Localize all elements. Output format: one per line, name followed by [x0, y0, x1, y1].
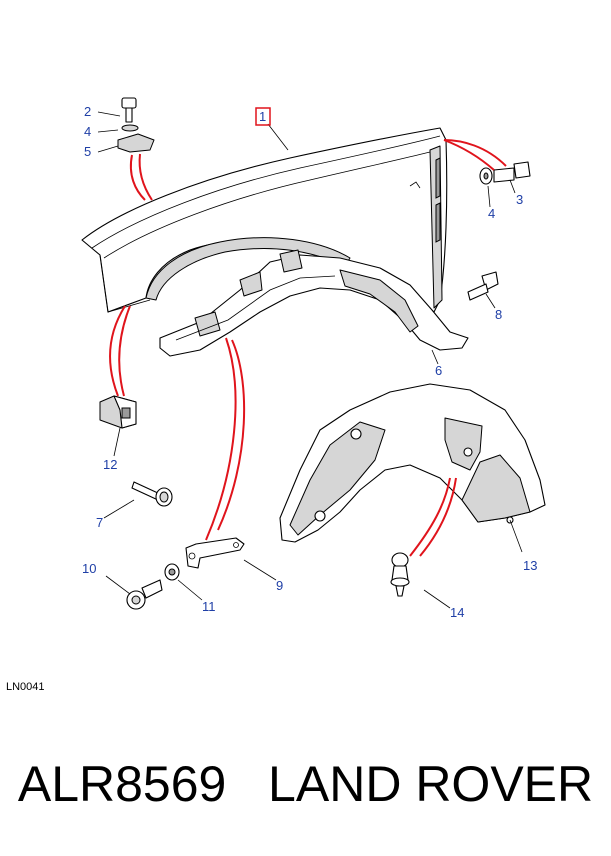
splash-shield	[279, 383, 546, 543]
callout-12: 12	[103, 457, 117, 472]
callout-3: 3	[516, 192, 523, 207]
callout-13: 13	[523, 558, 537, 573]
figure-code: LN0041	[6, 681, 45, 693]
washer-11	[164, 563, 180, 581]
wheel-arch-liner	[159, 249, 469, 357]
product-caption: ALR8569 LAND ROVER	[0, 755, 611, 813]
bolt-assembly-2-4-5	[117, 97, 155, 153]
bolt-3	[493, 161, 531, 183]
callout-leaders	[97, 111, 523, 609]
part-number: ALR8569	[17, 756, 227, 812]
bracket-12	[99, 395, 137, 429]
callout-5: 5	[84, 144, 91, 159]
parts-diagram: 1 2 3 4 4 5 6 7 8 9 10 11 12 13 14	[81, 97, 546, 620]
callout-8: 8	[495, 307, 502, 322]
bracket-9	[185, 537, 245, 569]
bolt-10	[126, 579, 163, 610]
washer-4-right	[479, 167, 493, 185]
callout-numbers: 1 2 3 4 4 5 6 7 8 9 10 11 12 13 14	[82, 104, 537, 620]
callout-4-left: 4	[84, 124, 91, 139]
callout-9: 9	[276, 578, 283, 593]
callout-14: 14	[450, 605, 464, 620]
screw-7	[131, 481, 173, 507]
bolt-8	[467, 271, 499, 301]
callout-11: 11	[202, 599, 216, 614]
clip-14	[390, 552, 410, 597]
red-link-lines	[109, 139, 507, 557]
callout-4-right: 4	[488, 206, 495, 221]
callout-10: 10	[82, 561, 96, 576]
callout-2: 2	[84, 104, 91, 119]
callout-7: 7	[96, 515, 103, 530]
highlight-box	[255, 107, 271, 126]
callout-1: 1	[259, 109, 266, 124]
fender-panel	[81, 127, 448, 313]
brand-name: LAND ROVER	[268, 756, 594, 812]
callout-6: 6	[435, 363, 442, 378]
